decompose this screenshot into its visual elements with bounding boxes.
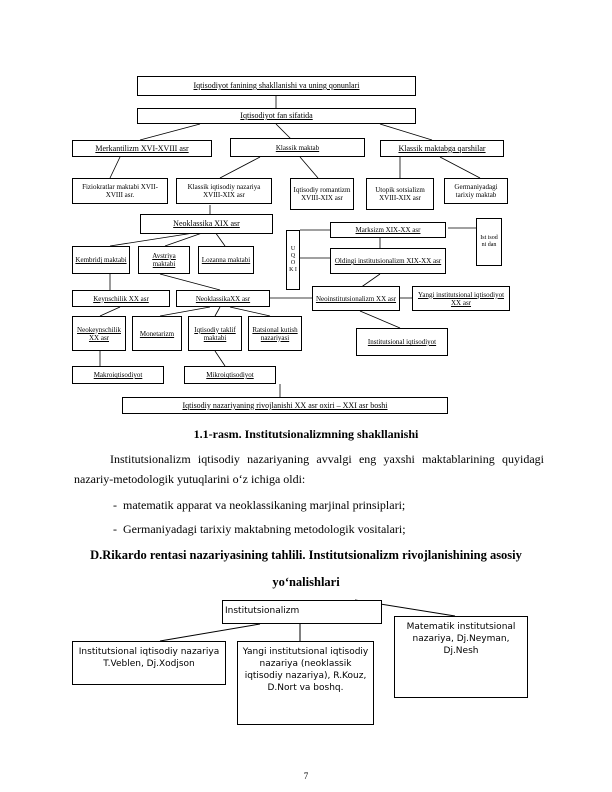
supply-side-box: Iqtisodiy taklif maktabi [188,316,242,351]
marxism-box: Marksizm XIX-XX asr [330,222,446,238]
section-heading-line1: D.Rikardo rentasi nazariyasining tahlili… [90,548,522,562]
classical-econ-box: Klassik iqtisodiy nazariya XVIII-XIX asr [176,178,272,204]
austria-box: Avstriya maktabi [138,246,190,274]
diagram-title-box: Iqtisodiyot fanining shakllanishi va uni… [137,76,416,96]
mathematical-institutional-box: Matematik institutsional nazariya, Dj.Ne… [394,616,528,698]
bottom-box: Iqtisodiy nazariyaning rivojlanishi XX a… [122,397,448,414]
paragraph: Institutsionalizm iqtisodiy nazariyaning… [74,452,544,486]
rational-expectations-box: Ratsional kutish nazariyasi [248,316,302,351]
microeconomics-box: Mikroiqtisodiyot [184,366,276,384]
institutional-economic-theory-box: Institutsional iqtisodiy nazariya T.Vebl… [72,641,226,685]
new-institutional-theory-box: Yangi institutsional iqtisodiy nazariya … [237,641,374,725]
institutionalism-root-box: Institutsionalizm [222,600,382,624]
bullet-item: - matematik apparat va neoklassikaning m… [113,498,406,512]
neokeynesianism-box: Neokeynschilik XX asr [72,316,126,351]
utopian-box: Utopik sotsializm XVIII-XIX asr [366,178,434,210]
mercantilism-box: Merkantilizm XVI-XVIII asr [72,140,212,157]
figure-caption: 1.1-rasm. Institutsionalizmning shakllan… [193,427,419,441]
classical-box: Klassik maktab [230,138,365,157]
lausanne-box: Lozanna maktabi [198,246,254,274]
romanticism-box: Iqtisodiy romantizm XVIII-XIX asr [290,178,354,210]
section-heading-line2: yo‘nalishlari [272,575,340,589]
neoclassics-box: Neoklassika XIX asr [140,214,273,234]
old-institutionalism-box: Oldingi institutsionalizm XIX-XX asr [330,248,446,274]
new-institutional-box: Yangi institutsional iqtisodiyot XX asr [412,286,510,311]
side-vertical-box: U Q O K I [286,230,300,290]
monetarism-box: Monetarizm [132,316,182,351]
macroeconomics-box: Makroiqtisodiyot [72,366,164,384]
subject-box: Iqtisodiyot fan sifatida [137,108,416,124]
german-historical-box: Germaniyadagi tarixiy maktab [444,178,508,204]
institutional-econ-box: Institutsional iqtisodiyot [356,328,448,356]
page-number: 7 [303,771,309,781]
keynesianism-box: Keynschilik XX asr [72,290,170,307]
neoinstitutionalism-box: Neoinstitutsionalizm XX asr [312,286,400,311]
bullet-item: - Germaniyadagi tarixiy maktabning metod… [113,522,406,536]
classical-followers-box: Klassik maktabga qarshilar [380,140,504,157]
cambridge-box: Kembridj maktabi [72,246,130,274]
physiocrats-box: Fiziokratlar maktabi XVII-XVIII asr. [72,178,168,204]
neoclassical-xx-box: NeoklassikaXX asr [176,290,270,307]
side-right-box: Ist isod ni dan [476,218,502,266]
